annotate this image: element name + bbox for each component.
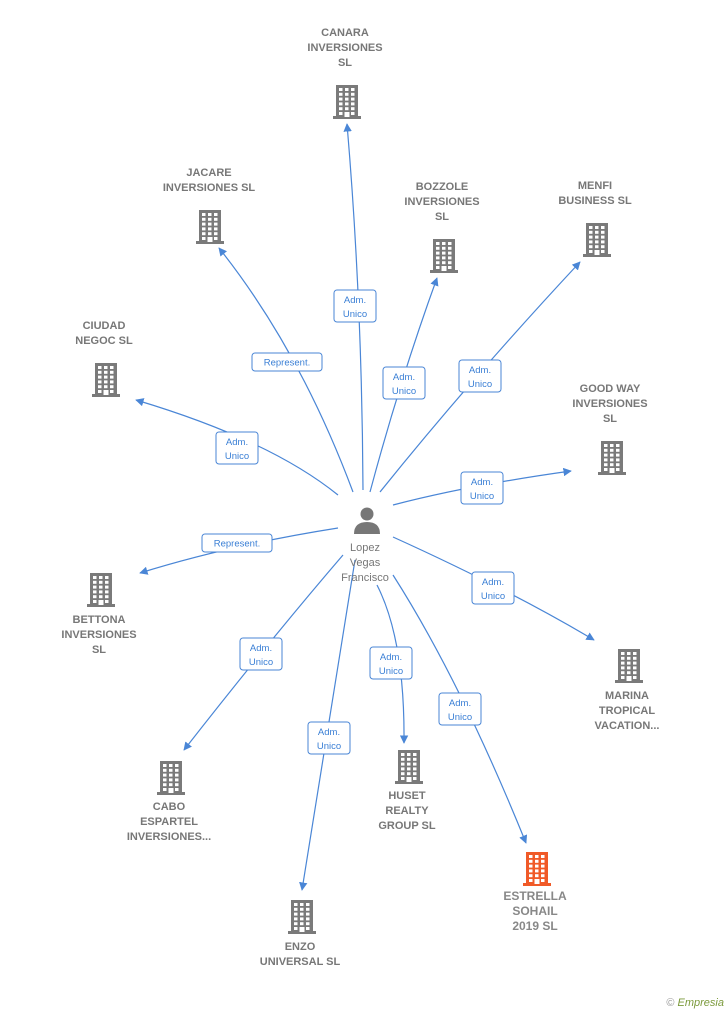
node-label-line: HUSET xyxy=(388,790,426,802)
node-label-jacare[interactable]: JACARE INVERSIONES SL xyxy=(163,167,256,194)
role-badge-huset[interactable]: Adm.Unico xyxy=(369,646,413,680)
role-badge-label: Adm.Unico xyxy=(392,372,416,397)
role-badge-jacare[interactable]: Represent. xyxy=(251,352,323,372)
node-label-line: UNIVERSAL SL xyxy=(260,956,341,968)
node-label-line: GROUP SL xyxy=(378,820,436,832)
node-label-bozzole[interactable]: BOZZOLE INVERSIONES SL xyxy=(404,181,479,223)
node-label-enzo[interactable]: ENZO UNIVERSAL SL xyxy=(260,941,341,968)
role-badge-label: Adm.Unico xyxy=(317,727,341,752)
role-badge-label: Adm.Unico xyxy=(249,643,273,668)
node-label-line: ENZO xyxy=(285,941,316,953)
node-label-line: SL xyxy=(92,644,106,656)
building-icon-canara[interactable] xyxy=(333,85,361,119)
role-badge-estrella[interactable]: Adm.Unico xyxy=(438,692,482,726)
building-icon-bozzole[interactable] xyxy=(430,239,458,273)
node-label-huset[interactable]: HUSET REALTY GROUP SL xyxy=(378,790,436,832)
node-label-cabo[interactable]: CABO ESPARTEL INVERSIONES... xyxy=(127,801,211,843)
building-icon-menfi[interactable] xyxy=(583,223,611,257)
role-badge-bozzole[interactable]: Adm.Unico xyxy=(382,366,426,400)
node-label-line: ESTRELLA xyxy=(503,889,567,903)
node-label-line: JACARE xyxy=(186,167,231,179)
building-icon-huset[interactable] xyxy=(395,750,423,784)
node-label-line: INVERSIONES xyxy=(61,629,136,641)
brand-logo[interactable]: Empresia xyxy=(677,997,724,1009)
node-label-line: INVERSIONES xyxy=(404,196,479,208)
role-badge-marina[interactable]: Adm.Unico xyxy=(471,571,515,605)
node-label-line: GOOD WAY xyxy=(580,383,641,395)
node-label-line: 2019 SL xyxy=(512,919,557,933)
role-badge-label: Adm.Unico xyxy=(448,698,472,723)
role-badge-cabo[interactable]: Adm.Unico xyxy=(239,637,283,671)
node-label-line: CANARA xyxy=(321,27,369,39)
node-label-line: SL xyxy=(338,57,352,69)
node-label-line: REALTY xyxy=(385,805,429,817)
node-label-line: SL xyxy=(603,413,617,425)
node-label-line: INVERSIONES xyxy=(572,398,647,410)
building-icon-bettona[interactable] xyxy=(87,573,115,607)
node-label-goodway[interactable]: GOOD WAY INVERSIONES SL xyxy=(572,383,647,425)
footer-credit: © Empresia xyxy=(666,997,724,1009)
role-badge-enzo[interactable]: Adm.Unico xyxy=(307,721,351,755)
node-label-line: CABO xyxy=(153,801,186,813)
role-badge-menfi[interactable]: Adm.Unico xyxy=(458,359,502,393)
building-icon-estrella[interactable] xyxy=(523,852,551,886)
node-label-line: BUSINESS SL xyxy=(558,195,632,207)
role-badge-goodway[interactable]: Adm.Unico xyxy=(460,471,504,505)
role-badge-label: Adm.Unico xyxy=(379,652,403,677)
copyright-icon: © xyxy=(666,997,675,1009)
role-badge-label: Represent. xyxy=(264,358,310,369)
building-icon-cabo[interactable] xyxy=(157,761,185,795)
role-badge-bettona[interactable]: Represent. xyxy=(201,533,273,553)
node-label-line: INVERSIONES SL xyxy=(163,182,256,194)
building-icon-jacare[interactable] xyxy=(196,210,224,244)
node-label-line: SOHAIL xyxy=(512,904,557,918)
node-label-line: CIUDAD xyxy=(83,320,126,332)
edge-labels-layer: Adm.UnicoRepresent.Adm.UnicoAdm.UnicoAdm… xyxy=(201,289,515,755)
node-label-line: INVERSIONES... xyxy=(127,831,211,843)
node-label-line: ESPARTEL xyxy=(140,816,198,828)
node-label-line: TROPICAL xyxy=(599,705,656,717)
role-badge-label: Adm.Unico xyxy=(468,365,492,390)
building-icon-goodway[interactable] xyxy=(598,441,626,475)
node-label-line: INVERSIONES xyxy=(307,42,382,54)
node-label-line: MARINA xyxy=(605,690,649,702)
node-label-menfi[interactable]: MENFI BUSINESS SL xyxy=(558,180,632,207)
role-badge-label: Adm.Unico xyxy=(481,577,505,602)
node-label-line: BETTONA xyxy=(73,614,126,626)
role-badge-label: Adm.Unico xyxy=(343,295,367,320)
node-label-line: MENFI xyxy=(578,180,612,192)
node-label-marina[interactable]: MARINA TROPICAL VACATION... xyxy=(595,690,660,732)
node-label-line: VACATION... xyxy=(595,720,660,732)
role-badge-canara[interactable]: Adm.Unico xyxy=(333,289,377,323)
building-icon-marina[interactable] xyxy=(615,649,643,683)
node-label-line: NEGOC SL xyxy=(75,335,133,347)
role-badge-label: Adm.Unico xyxy=(225,437,249,462)
building-icon-enzo[interactable] xyxy=(288,900,316,934)
node-label-canara[interactable]: CANARA INVERSIONES SL xyxy=(307,27,382,69)
role-badge-ciudad[interactable]: Adm.Unico xyxy=(215,431,259,465)
person-icon[interactable] xyxy=(354,507,380,535)
node-label-ciudad[interactable]: CIUDAD NEGOC SL xyxy=(75,320,133,347)
building-icon-ciudad[interactable] xyxy=(92,363,120,397)
node-label-bettona[interactable]: BETTONA INVERSIONES SL xyxy=(61,614,136,656)
node-label-line: SL xyxy=(435,211,449,223)
role-badge-label: Adm.Unico xyxy=(470,477,494,502)
node-label-line: BOZZOLE xyxy=(416,181,469,193)
role-badge-label: Represent. xyxy=(214,539,260,550)
